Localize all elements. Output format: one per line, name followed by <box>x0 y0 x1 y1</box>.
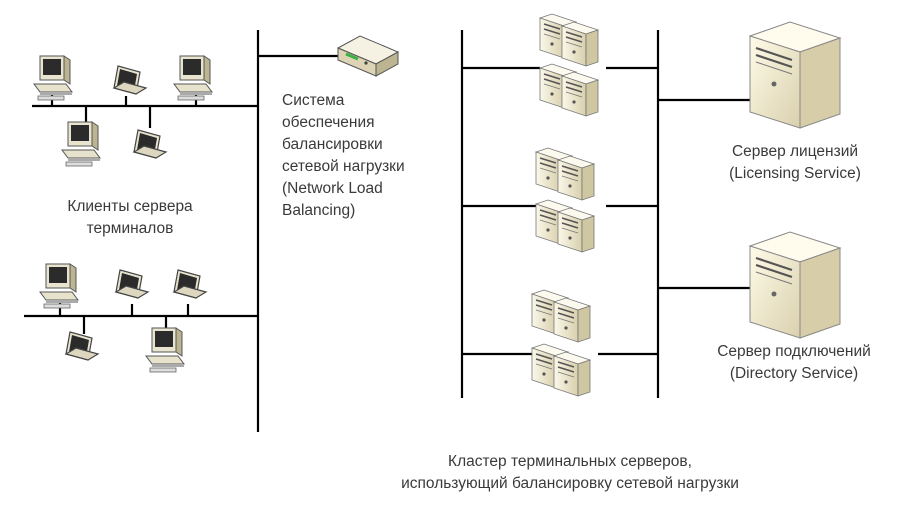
laptop-icon <box>113 65 147 95</box>
licensing-label: Сервер лицензий (Licensing Service) <box>700 141 890 185</box>
cluster-servers <box>531 13 599 397</box>
server-icon <box>553 297 591 343</box>
directory-label: Сервер подключений (Directory Service) <box>696 341 892 385</box>
nlb-label-line: Balancing) <box>282 202 356 219</box>
licensing-server-icon <box>748 20 842 130</box>
directory-label-line: (Directory Service) <box>729 365 859 382</box>
desktop-icon <box>145 327 185 373</box>
licensing-label-line: (Licensing Service) <box>729 165 861 182</box>
nlb-label-line: балансировки <box>282 136 383 153</box>
clients-label: Клиенты сервера терминалов <box>40 196 220 240</box>
cluster-label-line: Кластер терминальных серверов, <box>448 453 692 470</box>
server-icon <box>561 21 599 67</box>
server-icon <box>561 71 599 117</box>
laptop-icon <box>115 269 149 299</box>
server-icon <box>557 207 595 253</box>
server-icon <box>557 155 595 201</box>
cluster-label-line: использующий балансировку сетевой нагруз… <box>401 475 739 492</box>
server-stack-3 <box>531 289 591 397</box>
server-stack-1 <box>539 13 599 117</box>
laptop-icon <box>65 331 99 361</box>
network-lines <box>24 30 752 432</box>
server-stack-2 <box>535 147 595 253</box>
server-icon <box>553 351 591 397</box>
laptop-icon <box>173 269 207 299</box>
desktop-icon <box>33 55 73 101</box>
nlb-label-line: обеспечения <box>282 114 375 131</box>
clients-label-line: Клиенты сервера <box>67 198 193 215</box>
nlb-label-line: Система <box>282 92 345 109</box>
directory-label-line: Сервер подключений <box>717 343 871 360</box>
desktop-icon <box>173 55 213 101</box>
client-group-top <box>33 55 213 167</box>
directory-server-icon <box>748 230 842 340</box>
desktop-icon <box>61 121 101 167</box>
laptop-icon <box>133 129 167 159</box>
desktop-icon <box>39 263 79 309</box>
nlb-label: Система обеспечения балансировки сетевой… <box>282 90 405 222</box>
client-group-bottom <box>39 263 207 373</box>
clients-label-line: терминалов <box>86 220 174 237</box>
licensing-label-line: Сервер лицензий <box>731 143 859 160</box>
cluster-label: Кластер терминальных серверов, использую… <box>350 451 790 495</box>
nlb-label-line: сетевой нагрузки <box>282 158 405 175</box>
nlb-device-icon <box>336 35 400 77</box>
nlb-label-line: (Network Load <box>282 180 383 197</box>
